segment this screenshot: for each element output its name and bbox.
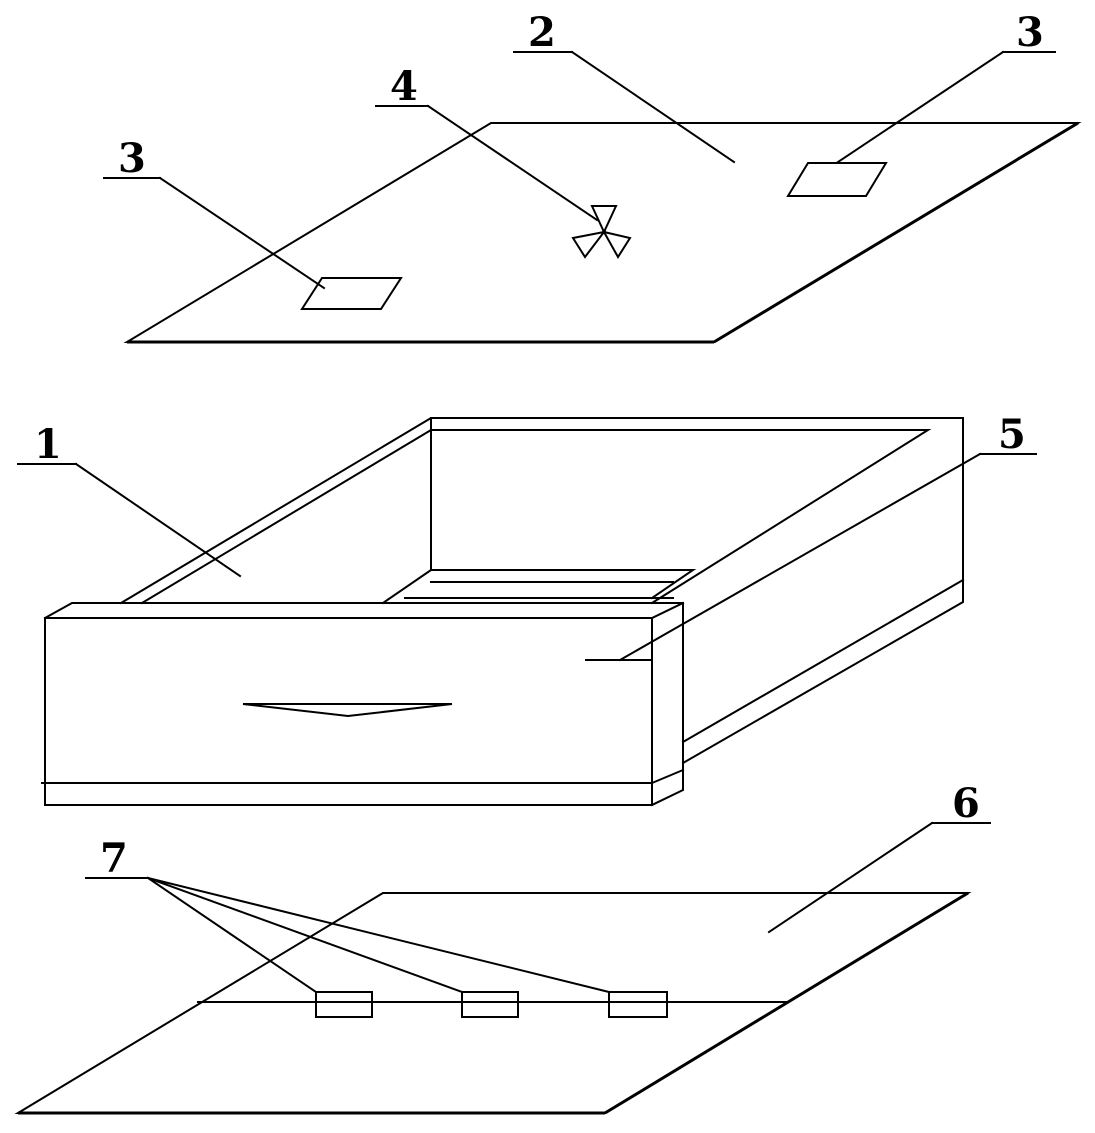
fan-icon [571,205,632,259]
leader-lines [17,50,1056,994]
drawer-handle [242,703,453,718]
label-7: 7 [100,835,128,882]
label-4: 4 [390,63,418,110]
label-3-right: 3 [1016,9,1044,56]
pad-right [786,162,888,197]
drawer-body [41,417,965,807]
top-panel [123,121,1082,344]
bottom-panel [14,891,972,1115]
sensor-2 [461,991,519,1018]
label-5: 5 [998,411,1026,458]
sensor-1 [315,991,373,1018]
sensor-3 [608,991,668,1018]
pad-left [300,277,403,310]
label-2: 2 [528,9,556,56]
drawer-front [44,617,653,806]
label-1: 1 [34,421,62,468]
label-3-left: 3 [118,135,146,182]
label-6: 6 [952,780,980,827]
